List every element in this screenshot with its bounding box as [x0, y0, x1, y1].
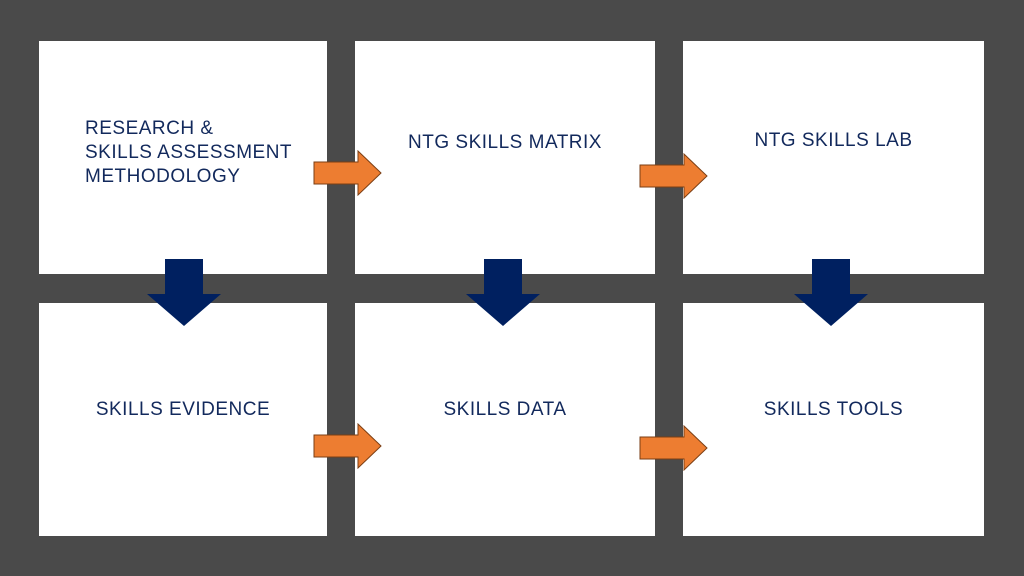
- box-skills-tools: SKILLS TOOLS: [683, 303, 984, 536]
- box-label-ntg-skills-lab: NTG SKILLS LAB: [754, 130, 913, 151]
- down-arrow-icon: [146, 258, 222, 328]
- box-label-ntg-skills-matrix: NTG SKILLS MATRIX: [408, 132, 602, 153]
- box-ntg-skills-lab: NTG SKILLS LAB: [683, 41, 984, 274]
- right-arrow-icon: [313, 150, 383, 196]
- box-label-skills-evidence: SKILLS EVIDENCE: [95, 399, 271, 420]
- box-label-skills-tools: SKILLS TOOLS: [763, 399, 904, 420]
- down-arrow-icon: [465, 258, 541, 328]
- box-label-research-methodology: RESEARCH & SKILLS ASSESSMENT METHODOLOGY: [85, 118, 293, 187]
- down-arrow-icon: [793, 258, 869, 328]
- box-skills-data: SKILLS DATA: [355, 303, 655, 536]
- box-label-skills-data: SKILLS DATA: [443, 399, 567, 420]
- right-arrow-icon: [313, 423, 383, 469]
- box-skills-evidence: SKILLS EVIDENCE: [39, 303, 327, 536]
- right-arrow-icon: [639, 153, 709, 199]
- box-ntg-skills-matrix: NTG SKILLS MATRIX: [355, 41, 655, 274]
- box-research-methodology: RESEARCH & SKILLS ASSESSMENT METHODOLOGY: [39, 41, 327, 274]
- right-arrow-icon: [639, 425, 709, 471]
